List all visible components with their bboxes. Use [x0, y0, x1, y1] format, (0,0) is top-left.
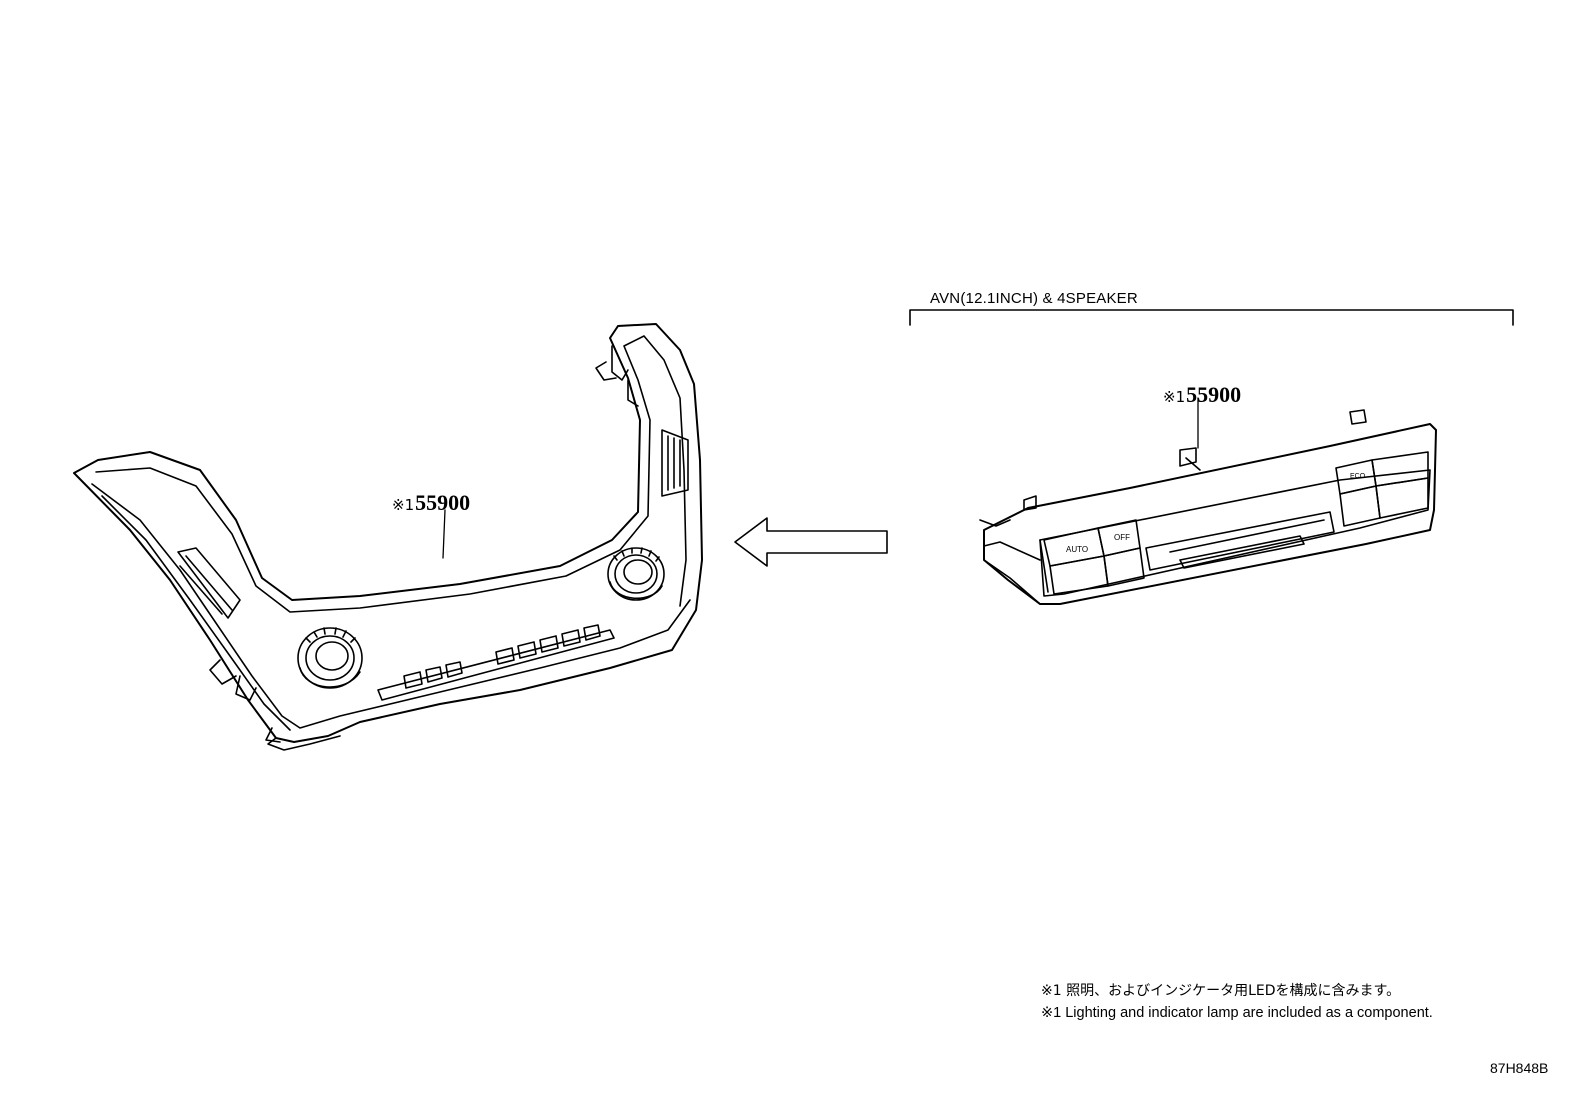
footnote-english: ※1 Lighting and indicator lamp are inclu… — [1041, 1005, 1433, 1021]
ac-control-panel-illustration: AUTO OFF ECO — [979, 397, 1437, 605]
part-number: 55900 — [1186, 382, 1242, 407]
section-bracket — [909, 309, 1514, 326]
footnote-japanese: ※1 照明、およびインジケータ用LEDを構成に含みます。 — [1041, 983, 1401, 999]
left-rotary-knob — [297, 627, 363, 689]
left-button-grid: AUTO OFF — [1043, 519, 1145, 595]
right-button-grid: ECO — [1335, 451, 1429, 527]
button-strip — [377, 624, 615, 701]
part-callout-left[interactable]: ※1 55900 — [392, 490, 470, 516]
svg-text:OFF: OFF — [1114, 533, 1130, 542]
direction-arrow — [734, 517, 888, 567]
svg-text:AUTO: AUTO — [1066, 545, 1088, 554]
svg-text:ECO: ECO — [1350, 473, 1366, 480]
part-number: 55900 — [415, 490, 471, 515]
part-callout-right[interactable]: ※1 55900 — [1163, 382, 1241, 408]
note-reference-mark: ※1 — [1163, 388, 1186, 406]
section-label: AVN(12.1INCH) & 4SPEAKER — [930, 290, 1138, 307]
right-rotary-knob — [607, 547, 665, 601]
console-trim-panel-illustration — [73, 323, 703, 751]
diagram-id: 87H848B — [1490, 1060, 1549, 1076]
note-reference-mark: ※1 — [392, 496, 415, 514]
